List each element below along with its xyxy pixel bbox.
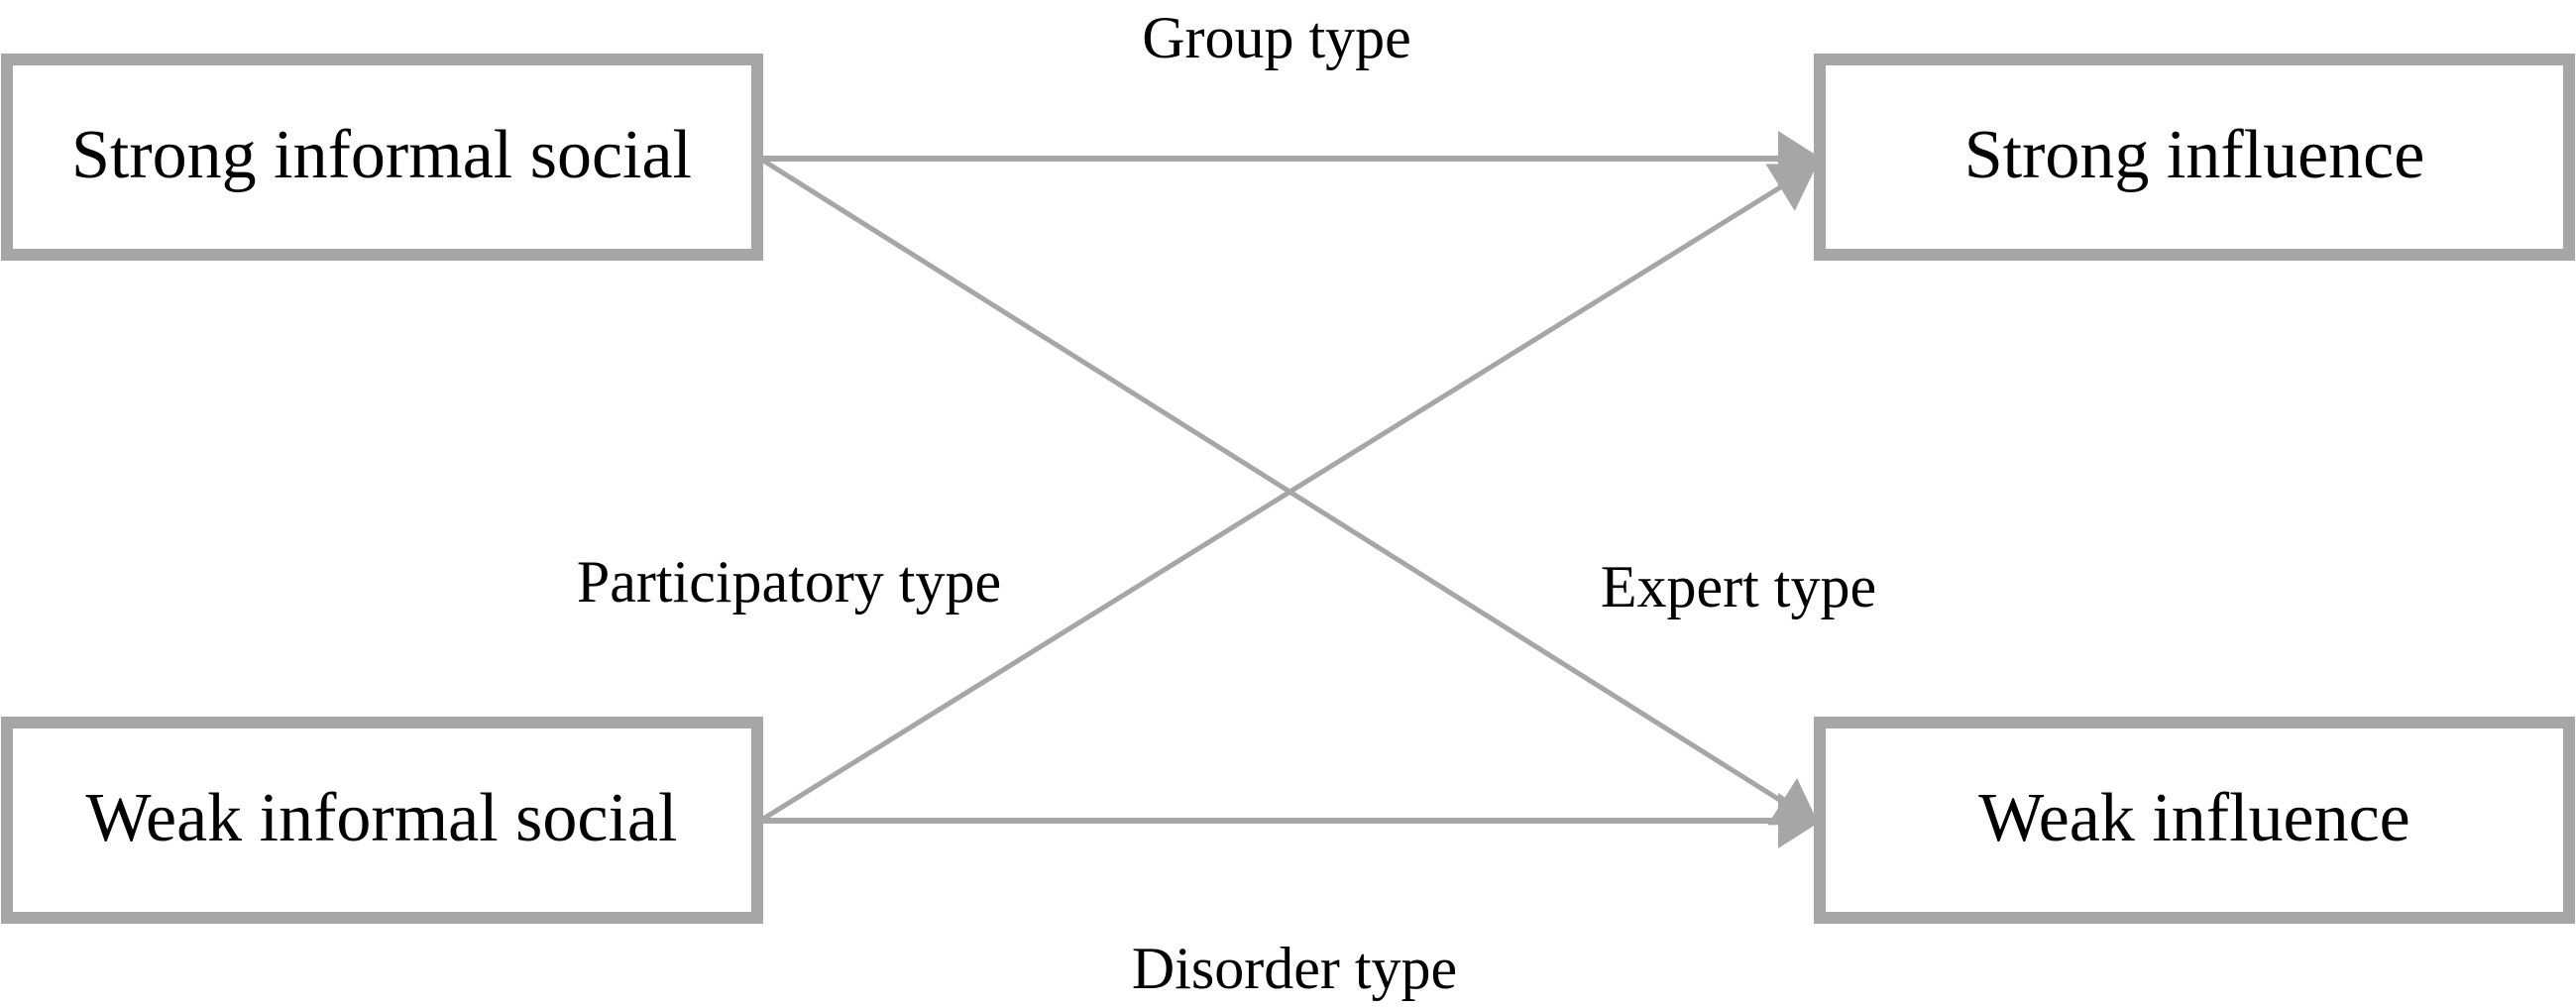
- node-label-strong-influence: Strong influence: [1964, 117, 2425, 193]
- arrow-participatory-type: [758, 164, 1818, 824]
- node-label-weak-informal-social: Weak informal social: [86, 780, 678, 856]
- edge-label-group-type: Group type: [1142, 5, 1411, 70]
- edge-label-expert-type: Expert type: [1601, 554, 1876, 619]
- node-label-weak-influence: Weak influence: [1978, 780, 2410, 856]
- node-weak-informal-social: Weak informal social: [1, 717, 763, 924]
- node-strong-informal-social: Strong informal social: [1, 54, 763, 261]
- node-weak-influence: Weak influence: [1814, 717, 2575, 924]
- edge-label-disorder-type: Disorder type: [1132, 936, 1457, 1001]
- node-strong-influence: Strong influence: [1814, 54, 2575, 261]
- edge-label-participatory-type: Participatory type: [577, 549, 1001, 615]
- node-label-strong-informal-social: Strong informal social: [71, 117, 692, 193]
